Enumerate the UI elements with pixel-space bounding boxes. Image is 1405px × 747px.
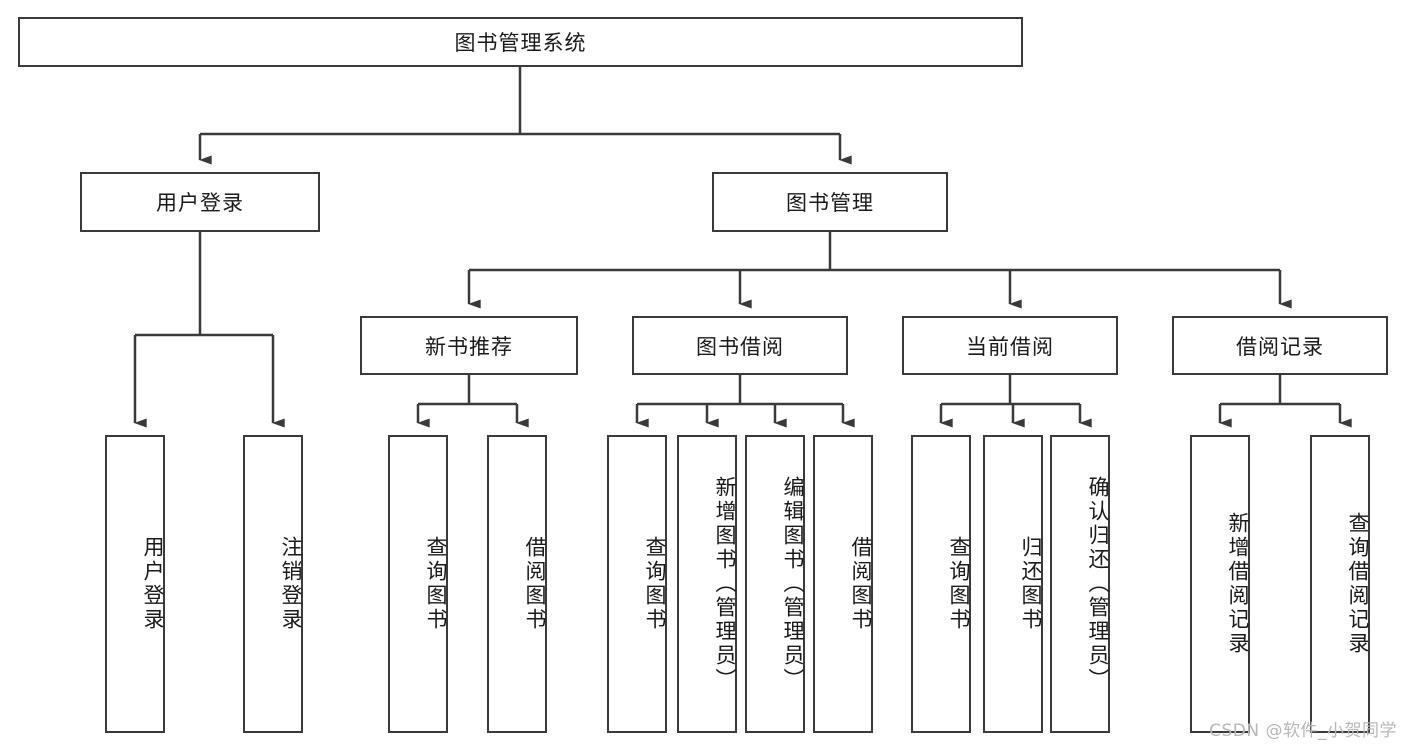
node-user-login[interactable]: 用户登录 (80, 172, 320, 232)
node-borrow-record[interactable]: 借阅记录 (1172, 316, 1388, 375)
node-leaf-add-book-label: 新增图书（管理员） (713, 476, 737, 692)
node-user-login-label: 用户登录 (156, 191, 244, 215)
node-book-manage-label: 图书管理 (786, 191, 874, 215)
node-leaf-borrow-book-1-label: 借阅图书 (523, 536, 547, 632)
node-leaf-user-logout-label: 注销登录 (279, 536, 303, 632)
wires-borrowrecord-to-leaves (1218, 375, 1352, 428)
node-leaf-query-book-2-label: 查询图书 (643, 536, 667, 632)
node-leaf-borrow-book-1[interactable]: 借阅图书 (487, 435, 547, 733)
node-leaf-query-book-3-label: 查询图书 (947, 536, 971, 632)
node-leaf-query-book-1-label: 查询图书 (424, 536, 448, 632)
node-new-book-recommend-label: 新书推荐 (425, 334, 513, 359)
node-leaf-add-borrow-record-label: 新增借阅记录 (1226, 512, 1250, 656)
wires-root-to-level1 (198, 67, 852, 165)
node-book-borrow[interactable]: 图书借阅 (632, 316, 848, 375)
node-leaf-borrow-book-2[interactable]: 借阅图书 (813, 435, 873, 733)
node-leaf-add-book[interactable]: 新增图书（管理员） (677, 435, 737, 733)
node-root[interactable]: 图书管理系统 (18, 17, 1023, 67)
wires-currentborrow-to-leaves (939, 375, 1092, 428)
node-leaf-edit-book-label: 编辑图书（管理员） (781, 476, 805, 692)
watermark-text: CSDN @软件_小贺同学 (1209, 721, 1397, 741)
node-leaf-user-login[interactable]: 用户登录 (105, 435, 165, 733)
node-leaf-user-logout[interactable]: 注销登录 (243, 435, 303, 733)
node-leaf-user-login-label: 用户登录 (141, 536, 165, 632)
node-leaf-query-book-1[interactable]: 查询图书 (388, 435, 448, 733)
node-root-label: 图书管理系统 (454, 31, 587, 55)
node-book-borrow-label: 图书借阅 (696, 334, 784, 359)
node-book-manage[interactable]: 图书管理 (712, 172, 948, 232)
wires-bookborrow-to-leaves (635, 375, 855, 428)
node-leaf-query-book-2[interactable]: 查询图书 (607, 435, 667, 733)
node-leaf-return-book-label: 归还图书 (1019, 536, 1043, 632)
node-leaf-edit-book[interactable]: 编辑图书（管理员） (745, 435, 805, 733)
node-leaf-query-borrow-record[interactable]: 查询借阅记录 (1310, 435, 1370, 733)
node-leaf-confirm-return[interactable]: 确认归还（管理员） (1050, 435, 1110, 733)
node-leaf-return-book[interactable]: 归还图书 (983, 435, 1043, 733)
node-new-book-recommend[interactable]: 新书推荐 (360, 316, 578, 375)
node-current-borrow-label: 当前借阅 (966, 334, 1054, 359)
wires-bookmanage-to-level2 (467, 232, 1292, 309)
node-leaf-query-borrow-record-label: 查询借阅记录 (1346, 512, 1370, 656)
node-leaf-borrow-book-2-label: 借阅图书 (849, 536, 873, 632)
node-borrow-record-label: 借阅记录 (1236, 334, 1324, 359)
wires-newbook-to-leaves (416, 375, 529, 428)
node-current-borrow[interactable]: 当前借阅 (902, 316, 1118, 375)
wires-userlogin-to-leaves (133, 232, 285, 428)
node-leaf-confirm-return-label: 确认归还（管理员） (1086, 476, 1110, 692)
node-leaf-query-book-3[interactable]: 查询图书 (911, 435, 971, 733)
node-leaf-add-borrow-record[interactable]: 新增借阅记录 (1190, 435, 1250, 733)
